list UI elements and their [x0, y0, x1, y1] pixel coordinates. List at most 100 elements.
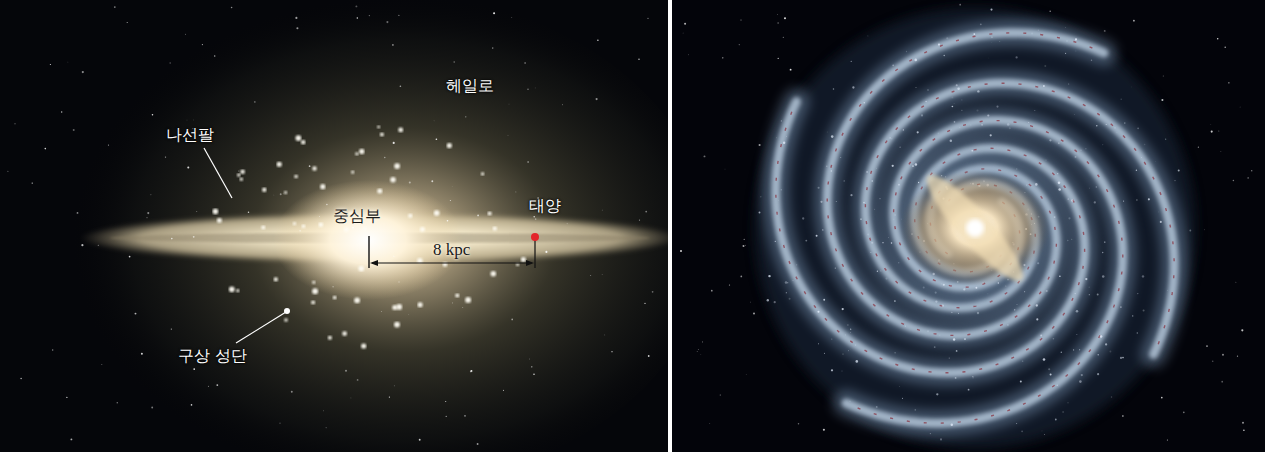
star — [1183, 411, 1185, 413]
star — [1076, 310, 1079, 313]
star — [917, 131, 919, 133]
star — [419, 439, 421, 441]
sun-dot — [531, 233, 539, 241]
star — [129, 256, 131, 258]
globular-cluster — [418, 302, 423, 307]
star — [1136, 170, 1137, 171]
star — [1239, 106, 1241, 108]
star — [471, 370, 473, 372]
dimension-line — [372, 262, 532, 263]
globular-cluster — [319, 222, 323, 226]
star — [894, 300, 896, 302]
globular-cluster — [394, 163, 400, 169]
star — [503, 390, 504, 391]
star — [1096, 186, 1097, 187]
star — [864, 102, 866, 104]
star — [81, 244, 83, 246]
globular-cluster — [363, 227, 367, 231]
star — [1211, 131, 1213, 133]
globular-cluster — [284, 318, 288, 322]
star — [645, 211, 647, 213]
star — [975, 287, 977, 289]
distance-label: 8 kpc — [433, 240, 470, 260]
star — [1132, 315, 1133, 316]
star — [874, 208, 876, 210]
star — [392, 44, 394, 46]
star — [688, 54, 690, 56]
star — [207, 385, 209, 387]
star — [398, 281, 400, 283]
star — [719, 394, 721, 396]
star — [898, 184, 900, 186]
star — [1222, 354, 1224, 356]
star — [1054, 216, 1056, 218]
star — [98, 245, 99, 246]
star — [823, 299, 825, 301]
star — [953, 338, 955, 340]
star — [759, 144, 761, 146]
star — [790, 69, 792, 71]
globular-cluster — [277, 162, 282, 167]
globular-cluster — [488, 211, 492, 215]
globular-cluster — [434, 210, 440, 216]
star — [840, 157, 842, 159]
star — [1104, 241, 1105, 242]
star — [151, 407, 153, 409]
star — [1085, 278, 1087, 280]
star — [879, 198, 881, 200]
globular-cluster — [493, 226, 497, 230]
star — [1203, 229, 1205, 231]
star — [527, 161, 529, 163]
globular-cluster — [213, 209, 219, 215]
star — [187, 166, 189, 168]
star — [990, 134, 992, 136]
star — [1016, 423, 1018, 425]
star — [1102, 144, 1104, 146]
star — [1046, 290, 1048, 292]
star — [1100, 335, 1103, 338]
star — [851, 61, 852, 62]
star — [831, 135, 834, 138]
star — [980, 23, 982, 25]
star — [1061, 352, 1063, 354]
star — [1014, 309, 1015, 310]
star — [863, 202, 865, 204]
star — [1161, 397, 1163, 399]
star — [817, 311, 819, 313]
star — [535, 218, 536, 219]
star — [798, 423, 800, 425]
star — [146, 217, 148, 219]
star — [1161, 99, 1163, 101]
star — [171, 238, 173, 240]
globular-cluster — [311, 300, 315, 304]
star — [299, 230, 301, 232]
star — [350, 397, 352, 399]
star — [833, 88, 834, 89]
star — [1024, 291, 1025, 292]
star — [1106, 124, 1107, 125]
star — [357, 379, 359, 381]
star — [777, 22, 778, 23]
globular-cluster — [237, 173, 241, 177]
star — [936, 393, 938, 395]
star — [1043, 358, 1046, 361]
star — [981, 124, 983, 126]
star — [1243, 429, 1245, 431]
star — [400, 85, 402, 87]
star — [783, 37, 784, 38]
spiral-arms — [755, 8, 1195, 448]
star — [533, 373, 535, 375]
star — [534, 87, 536, 89]
star — [185, 33, 187, 35]
star — [533, 216, 534, 217]
globular-cluster — [320, 184, 325, 189]
star — [882, 242, 883, 243]
star — [696, 350, 698, 352]
star — [345, 370, 347, 372]
star — [193, 119, 195, 121]
star — [381, 311, 383, 313]
star — [171, 329, 172, 330]
globular-cluster — [312, 281, 315, 284]
star — [959, 4, 961, 6]
star — [940, 438, 942, 440]
